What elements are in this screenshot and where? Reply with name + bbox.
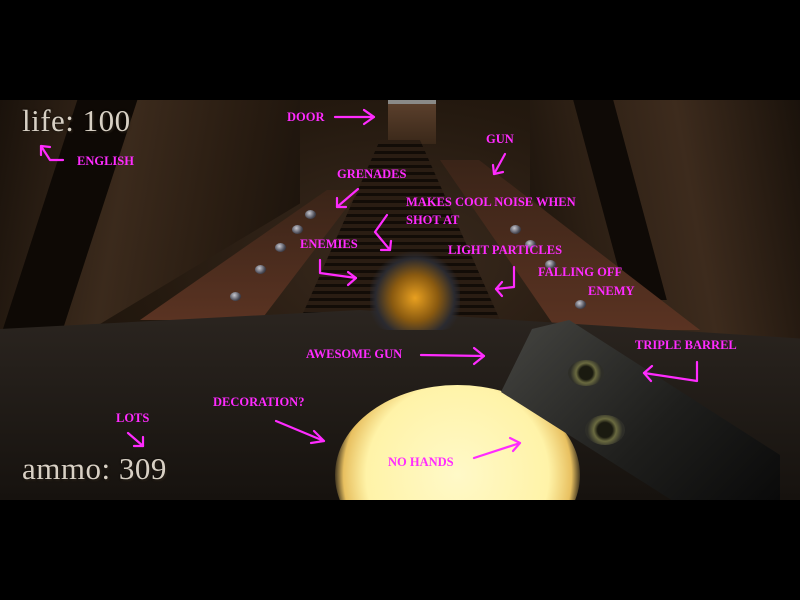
grenade <box>292 225 303 234</box>
annotation-cool-noise-2: SHOT AT <box>406 213 460 227</box>
grenade <box>255 265 266 274</box>
annotation-gun: GUN <box>486 132 514 146</box>
annotation-enemies: ENEMIES <box>300 237 358 251</box>
grenade <box>230 292 241 301</box>
annotation-light-particles: LIGHT PARTICLES <box>448 243 563 257</box>
grenade <box>305 210 316 219</box>
enemy <box>370 250 460 330</box>
grenade <box>525 240 536 249</box>
grenade <box>545 260 556 269</box>
annotation-awesome-gun: AWESOME GUN <box>306 347 403 361</box>
annotation-grenades: GRENADES <box>337 167 407 181</box>
annotation-cool-noise: MAKES COOL NOISE WHEN <box>406 195 576 209</box>
gun-barrel <box>585 415 625 445</box>
annotation-lots: LOTS <box>116 411 150 425</box>
game-viewport <box>0 100 800 500</box>
annotation-triple-barrel: TRIPLE BARREL <box>635 338 737 352</box>
annotation-falling-off: FALLING OFF <box>538 265 623 279</box>
annotation-falling-off-2: ENEMY <box>588 284 635 298</box>
far-door <box>388 100 436 144</box>
ammo-counter: ammo: 309 <box>22 451 167 486</box>
annotation-decoration: DECORATION? <box>213 395 305 409</box>
annotation-english: ENGLISH <box>77 154 134 168</box>
grenade <box>575 300 586 309</box>
grenade <box>510 225 521 234</box>
life-counter: life: 100 <box>22 103 131 138</box>
annotation-door: DOOR <box>287 110 325 124</box>
gun-barrel <box>568 360 604 386</box>
grenade <box>275 243 286 252</box>
annotation-no-hands: NO HANDS <box>388 455 454 469</box>
